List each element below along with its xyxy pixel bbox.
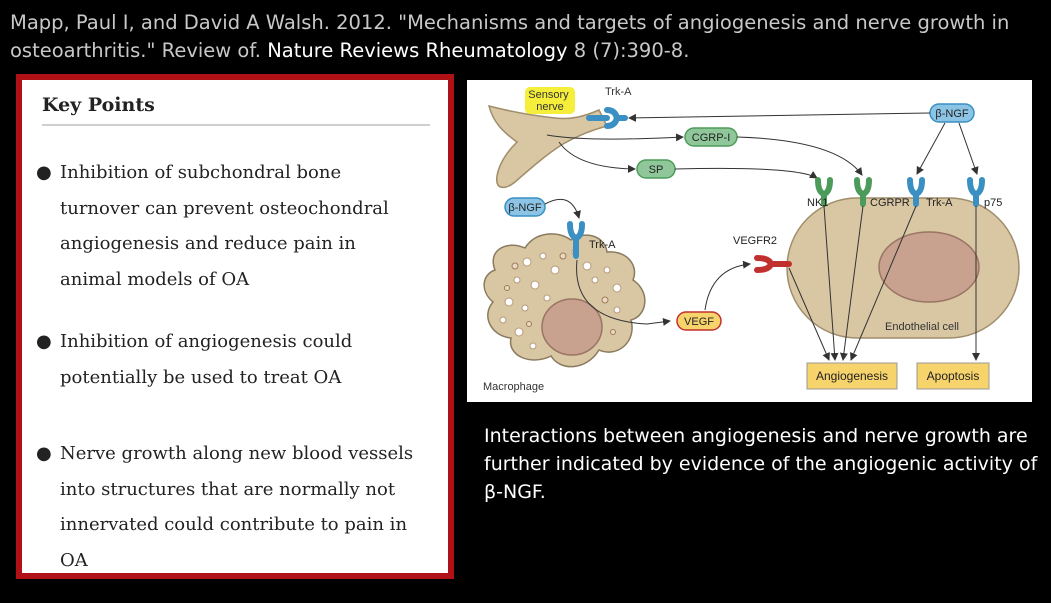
macrophage-label: Macrophage <box>483 381 544 393</box>
sp-label: SP <box>649 164 664 176</box>
key-points-panel: Key Points <box>16 74 454 579</box>
trka-top-receptor <box>586 107 628 129</box>
key-point-item: ● Inhibition of angiogenesis could potent… <box>36 324 420 395</box>
key-point-text: Nerve growth along new blood vessels int… <box>60 443 414 571</box>
arrow-ngf-to-trka <box>628 112 931 122</box>
trka-endo-receptor <box>907 177 925 207</box>
nk1-label: NK1 <box>807 197 828 209</box>
sensory-nerve-shape <box>487 104 609 189</box>
p75-label: p75 <box>984 197 1002 209</box>
sensory-nerve-label-line2: nerve <box>536 101 564 113</box>
pathway-diagram: Sensory nerve Trk-A β-NGF CGRP-I SP Endo… <box>467 80 1032 402</box>
p75-receptor <box>967 177 985 207</box>
arrow-trka-to-vegf <box>576 259 671 326</box>
key-points-card: Key Points <box>22 80 448 573</box>
trka-mac-receptor <box>567 221 585 259</box>
beta-ngf-top-label: β-NGF <box>935 108 968 120</box>
arrow-nerve-to-cgrp <box>546 133 684 142</box>
beta-ngf-left-label: β-NGF <box>508 202 541 214</box>
bullet-icon: ● <box>36 162 52 183</box>
citation: Mapp, Paul I, and David A Walsh. 2012. "… <box>10 9 1040 65</box>
key-point-text: Inhibition of subchondral bone turnover … <box>60 162 389 290</box>
arrow-ngf-to-trka-mac <box>544 198 581 219</box>
outcome-arrows <box>788 205 980 361</box>
macrophage-granules <box>499 248 622 350</box>
arrow-nerve-to-sp <box>558 141 636 173</box>
nk1-receptor <box>815 177 833 207</box>
vegfr2-label: VEGFR2 <box>733 235 777 247</box>
cgrpr-receptor <box>854 177 872 207</box>
vegf-label: VEGF <box>684 316 714 328</box>
endothelial-nucleus <box>878 231 980 303</box>
arrow-cgrp-to-cgrpr <box>736 136 863 176</box>
endothelial-label: Endothelial cell <box>885 321 959 333</box>
vegfr2-receptor <box>754 255 792 273</box>
diagram-svg: Sensory nerve Trk-A β-NGF CGRP-I SP Endo… <box>483 86 1020 393</box>
cgrpr-label: CGRPR <box>870 197 910 209</box>
citation-journal: Nature Reviews Rheumatology <box>267 39 568 62</box>
trka-mac-label: Trk-A <box>589 239 616 251</box>
key-point-text: Inhibition of angiogenesis could potenti… <box>60 331 353 388</box>
arrow-sp-to-nk1 <box>674 167 818 179</box>
arrow-ngf-to-p75 <box>958 122 979 175</box>
beta-ngf-left-pill <box>504 197 546 217</box>
sensory-nerve-label: Sensory nerve <box>528 89 571 113</box>
arrow-ngf-to-trka-endo <box>916 122 946 175</box>
sensory-nerve-highlight <box>525 87 575 114</box>
apoptosis-label: Apoptosis <box>927 369 980 383</box>
bullet-icon: ● <box>36 443 52 464</box>
cgrp-label: CGRP-I <box>692 132 731 144</box>
trka-endo-label: Trk-A <box>926 197 953 209</box>
key-points-title: Key Points <box>42 94 430 126</box>
citation-issue: 8 (7):390-8. <box>567 39 690 62</box>
angiogenesis-box <box>806 362 898 390</box>
vegf-pill <box>676 311 722 331</box>
bullet-icon: ● <box>36 331 52 352</box>
macrophage-vesicles <box>504 252 616 335</box>
apoptosis-box <box>916 362 990 390</box>
figure-caption: Interactions between angiogenesis and ne… <box>484 425 1038 503</box>
key-point-item: ● Nerve growth along new blood vessels in… <box>36 436 420 578</box>
macrophage-nucleus <box>541 298 603 356</box>
trka-top-label: Trk-A <box>605 86 632 98</box>
arrow-vegf-to-vegfr2 <box>704 260 751 311</box>
angiogenesis-label: Angiogenesis <box>816 369 888 383</box>
citation-text: Mapp, Paul I, and David A Walsh. 2012. "… <box>10 11 1010 62</box>
key-point-item: ● Inhibition of subchondral bone turnover… <box>36 155 420 297</box>
